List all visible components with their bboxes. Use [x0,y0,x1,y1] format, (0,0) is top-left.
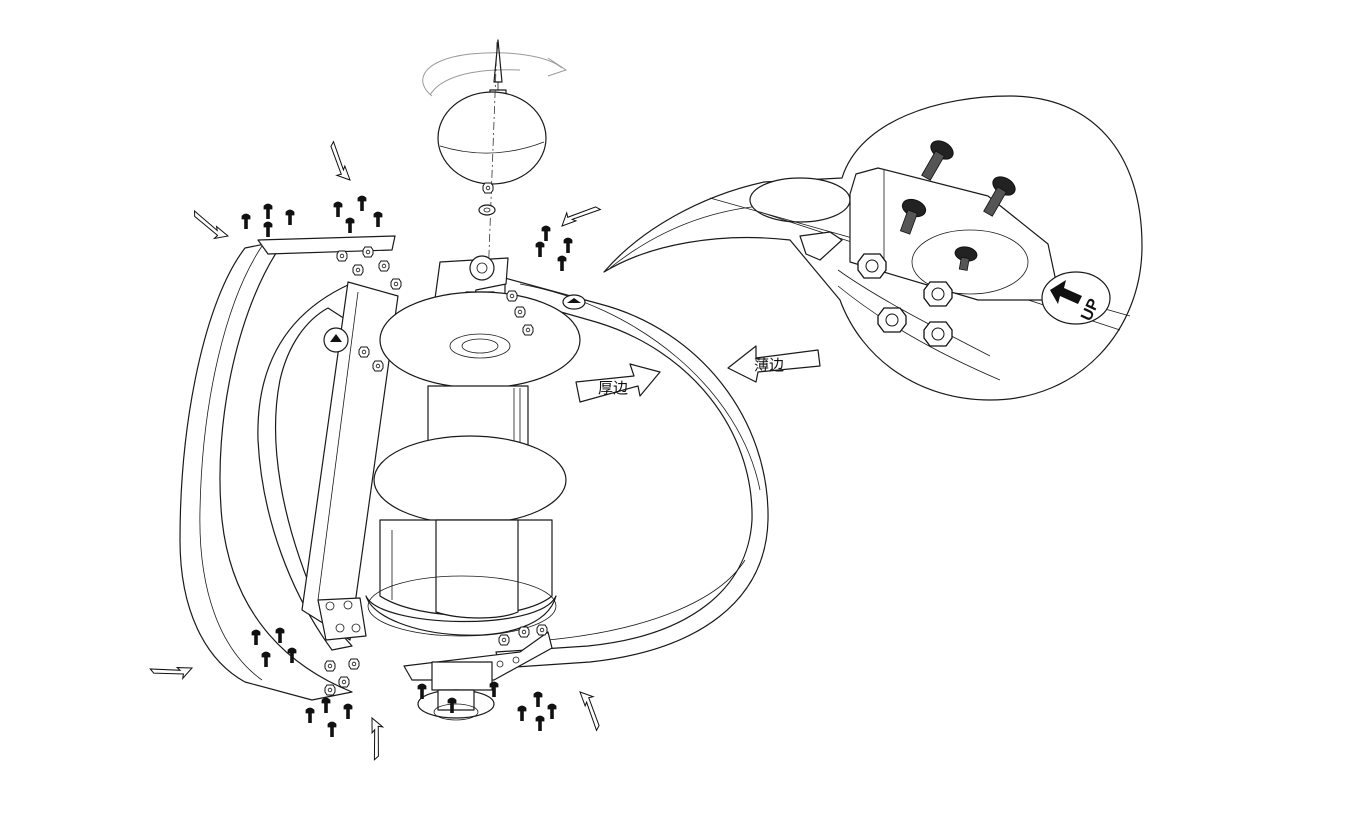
middle-disc [373,435,567,525]
left-blade-lower-bracket [317,597,367,641]
lower-disc [365,575,557,637]
thin-edge-callout: 薄边 [727,345,821,383]
rotation-arrow [422,52,568,97]
upper-disc [379,291,581,389]
detail-callout: UP [603,95,1143,401]
spike-finial [489,39,507,99]
center-axis [487,41,498,281]
detail-up-marker: UP [1041,271,1111,325]
detail-bolts [899,140,1016,271]
top-nut [478,182,496,216]
thick-edge-callout: 厚边 [575,363,661,403]
base-hub [417,661,499,721]
left-blade-up-marker [323,327,349,353]
left-blade [179,235,399,701]
right-blade-up-marker [562,294,586,310]
thin-edge-label: 薄边 [754,357,784,374]
thick-edge-label: 厚边 [598,380,628,397]
detail-nuts [857,253,953,347]
lower-drum [379,519,553,619]
